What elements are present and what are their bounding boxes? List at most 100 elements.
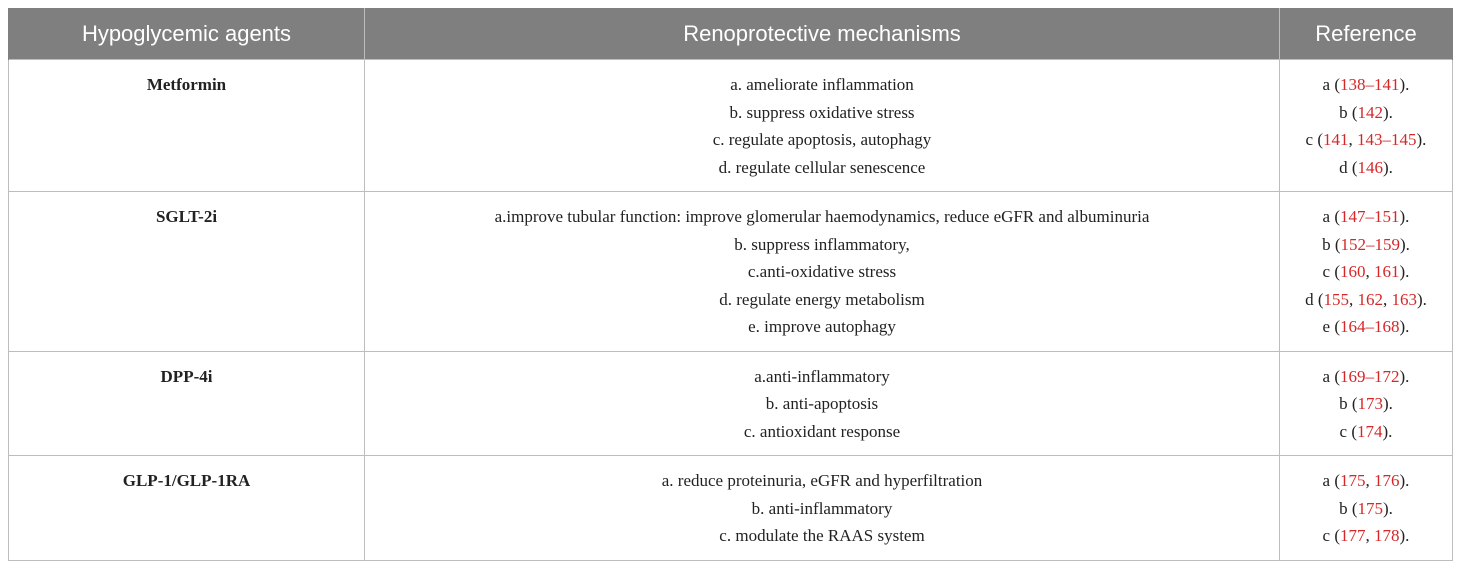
citation-link[interactable]: 175	[1340, 471, 1366, 490]
reference-line: c (174).	[1286, 418, 1446, 446]
citation-link[interactable]: 143–145	[1357, 130, 1417, 149]
table-row: SGLT-2i a.improve tubular function: impro…	[8, 191, 1453, 352]
citation-link[interactable]: 141	[1323, 130, 1349, 149]
reference-line: b (152–159).	[1286, 231, 1446, 259]
mechanisms-cell: a.improve tubular function: improve glom…	[364, 191, 1280, 352]
reference-cell: a (147–151).b (152–159).c (160, 161).d (…	[1279, 191, 1453, 352]
citation-separator: ,	[1349, 289, 1358, 309]
citation-link[interactable]: 169–172	[1340, 366, 1400, 386]
reference-suffix: ).	[1383, 498, 1393, 518]
citation-separator: ,	[1365, 526, 1375, 545]
citation-link[interactable]: 162	[1357, 289, 1384, 309]
reference-line: c (177, 178).	[1286, 522, 1446, 550]
mechanism-line: d. regulate cellular senescence	[718, 157, 926, 177]
mechanisms-cell: a.anti-inflammatory b. anti-apoptosis c. a…	[364, 350, 1280, 456]
header-mechanisms: Renoprotective mechanisms	[364, 8, 1280, 60]
reference-suffix: ).	[1416, 130, 1427, 149]
mechanisms-cell: a. reduce proteinuria, eGFR and hyperfil…	[364, 455, 1280, 561]
reference-prefix: c (	[1322, 262, 1341, 281]
table-row: Metformin a. ameliorate inflammation b. su…	[8, 59, 1453, 192]
reference-prefix: e (	[1322, 317, 1341, 336]
mechanisms-table: Hypoglycemic agents Renoprotective mecha…	[8, 8, 1453, 561]
reference-line: e (164–168).	[1286, 313, 1446, 341]
mechanism-line: b. suppress oxidative stress	[729, 102, 915, 122]
agent-cell: GLP-1/GLP-1RA	[8, 455, 365, 561]
reference-suffix: ).	[1399, 471, 1410, 490]
reference-line: a (138–141).	[1286, 71, 1446, 99]
reference-suffix: ).	[1399, 366, 1410, 386]
reference-prefix: d (	[1339, 157, 1358, 177]
citation-separator: ,	[1348, 130, 1358, 149]
reference-suffix: ).	[1417, 289, 1427, 309]
reference-prefix: a (	[1322, 471, 1341, 490]
mechanism-line: a.improve tubular function: improve glom…	[494, 207, 1150, 226]
reference-prefix: b (	[1339, 394, 1358, 413]
mechanism-line: a. ameliorate inflammation	[730, 75, 914, 94]
reference-prefix: c (	[1305, 130, 1324, 149]
reference-suffix: ).	[1382, 421, 1393, 441]
reference-suffix: ).	[1399, 207, 1410, 226]
citation-link[interactable]: 161	[1374, 262, 1400, 281]
reference-prefix: a (	[1322, 366, 1341, 386]
citation-link[interactable]: 164–168	[1340, 317, 1400, 336]
reference-suffix: ).	[1400, 234, 1410, 254]
citation-link[interactable]: 155	[1323, 289, 1350, 309]
mechanism-line: b. anti-inflammatory	[751, 498, 893, 518]
mechanism-line: c. modulate the RAAS system	[719, 526, 925, 545]
citation-link[interactable]: 174	[1357, 421, 1383, 441]
mechanisms-cell: a. ameliorate inflammation b. suppress ox…	[364, 59, 1280, 192]
citation-link[interactable]: 142	[1357, 102, 1384, 122]
reference-prefix: a (	[1322, 75, 1341, 94]
reference-line: b (142).	[1286, 99, 1446, 127]
header-agents: Hypoglycemic agents	[8, 8, 365, 60]
citation-separator: ,	[1365, 262, 1375, 281]
reference-prefix: b (	[1339, 498, 1358, 518]
reference-line: a (147–151).	[1286, 203, 1446, 231]
agent-name: SGLT-2i	[155, 207, 218, 226]
citation-link[interactable]: 175	[1357, 498, 1384, 518]
header-reference: Reference	[1279, 8, 1453, 60]
citation-link[interactable]: 138–141	[1340, 75, 1400, 94]
reference-line: c (160, 161).	[1286, 258, 1446, 286]
agent-cell: Metformin	[8, 59, 365, 192]
table-row: DPP-4i a.anti-inflammatory b. anti-apoptos…	[8, 350, 1453, 456]
citation-link[interactable]: 163	[1391, 289, 1418, 309]
mechanism-line: c. regulate apoptosis, autophagy	[712, 130, 932, 149]
agent-cell: SGLT-2i	[8, 191, 365, 352]
citation-separator: ,	[1383, 289, 1392, 309]
reference-suffix: ).	[1399, 75, 1410, 94]
agent-cell: DPP-4i	[8, 350, 365, 456]
agent-name: DPP-4i	[160, 366, 213, 386]
reference-prefix: b (	[1339, 102, 1358, 122]
reference-cell: a (138–141).b (142).c (141, 143–145).d (…	[1279, 59, 1453, 192]
mechanism-line: b. suppress inflammatory,	[734, 234, 910, 254]
citation-link[interactable]: 178	[1374, 526, 1400, 545]
citation-link[interactable]: 173	[1357, 394, 1384, 413]
header-row: Hypoglycemic agents Renoprotective mecha…	[8, 8, 1453, 60]
mechanism-line: e. improve autophagy	[748, 317, 896, 336]
mechanism-line: d. regulate energy metabolism	[719, 289, 925, 309]
reference-line: c (141, 143–145).	[1286, 126, 1446, 154]
mechanism-line: c. antioxidant response	[743, 421, 901, 441]
reference-prefix: d (	[1305, 289, 1324, 309]
reference-suffix: ).	[1383, 394, 1393, 413]
reference-line: a (169–172).	[1286, 363, 1446, 391]
citation-link[interactable]: 160	[1340, 262, 1366, 281]
reference-line: b (175).	[1286, 495, 1446, 523]
mechanism-line: a.anti-inflammatory	[754, 366, 890, 386]
citation-link[interactable]: 176	[1374, 471, 1400, 490]
reference-prefix: c (	[1322, 526, 1341, 545]
citation-link[interactable]: 146	[1357, 157, 1384, 177]
mechanism-line: c.anti-oxidative stress	[747, 262, 897, 281]
agent-name: Metformin	[146, 75, 227, 94]
citation-link[interactable]: 152–159	[1340, 234, 1401, 254]
reference-line: b (173).	[1286, 390, 1446, 418]
citation-link[interactable]: 177	[1340, 526, 1366, 545]
reference-line: d (146).	[1286, 154, 1446, 182]
reference-suffix: ).	[1399, 262, 1410, 281]
reference-suffix: ).	[1383, 157, 1393, 177]
mechanism-line: b. anti-apoptosis	[765, 394, 879, 413]
reference-prefix: c (	[1339, 421, 1358, 441]
citation-link[interactable]: 147–151	[1340, 207, 1400, 226]
